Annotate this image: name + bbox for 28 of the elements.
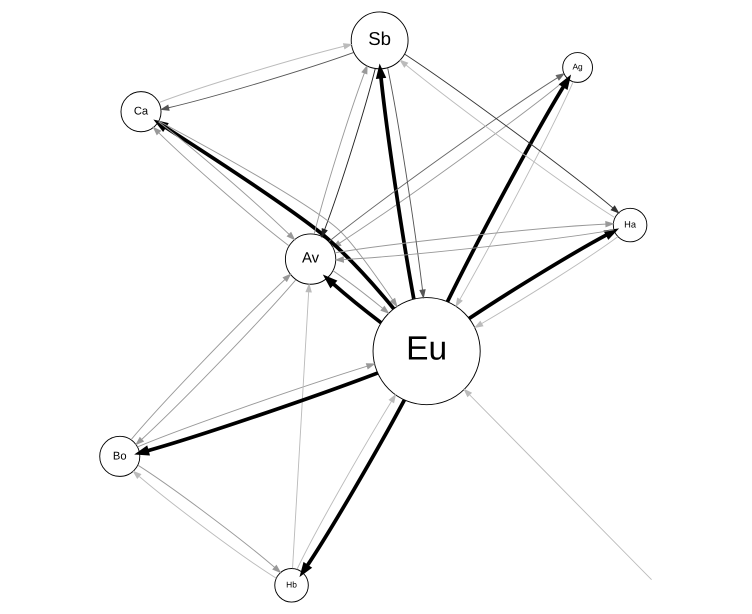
arrow — [332, 270, 390, 314]
arrow — [468, 228, 620, 320]
arrow — [376, 64, 416, 300]
node-circle: Ag — [562, 52, 593, 83]
arrow — [160, 52, 354, 111]
arrow — [322, 274, 382, 324]
node-circle: Ha — [612, 208, 648, 242]
arrow — [334, 229, 614, 263]
arrow — [321, 68, 376, 238]
node-circle: Ca — [120, 91, 162, 132]
arrow — [296, 394, 396, 570]
arrow — [474, 236, 618, 328]
arrow — [152, 126, 290, 246]
arrow — [334, 220, 615, 254]
arrow — [158, 121, 296, 241]
arrow — [158, 43, 353, 103]
node-circle: Av — [284, 233, 336, 285]
arrow — [134, 371, 378, 456]
arrow — [387, 67, 426, 299]
arrow — [136, 363, 376, 448]
arrow — [132, 470, 277, 579]
arrow — [463, 388, 652, 580]
node-circle: Hb — [274, 568, 309, 602]
arrow — [292, 282, 312, 569]
arrow — [299, 399, 406, 578]
arrow — [137, 464, 282, 574]
arrow — [314, 64, 368, 234]
node-circle: Bo — [99, 436, 140, 477]
